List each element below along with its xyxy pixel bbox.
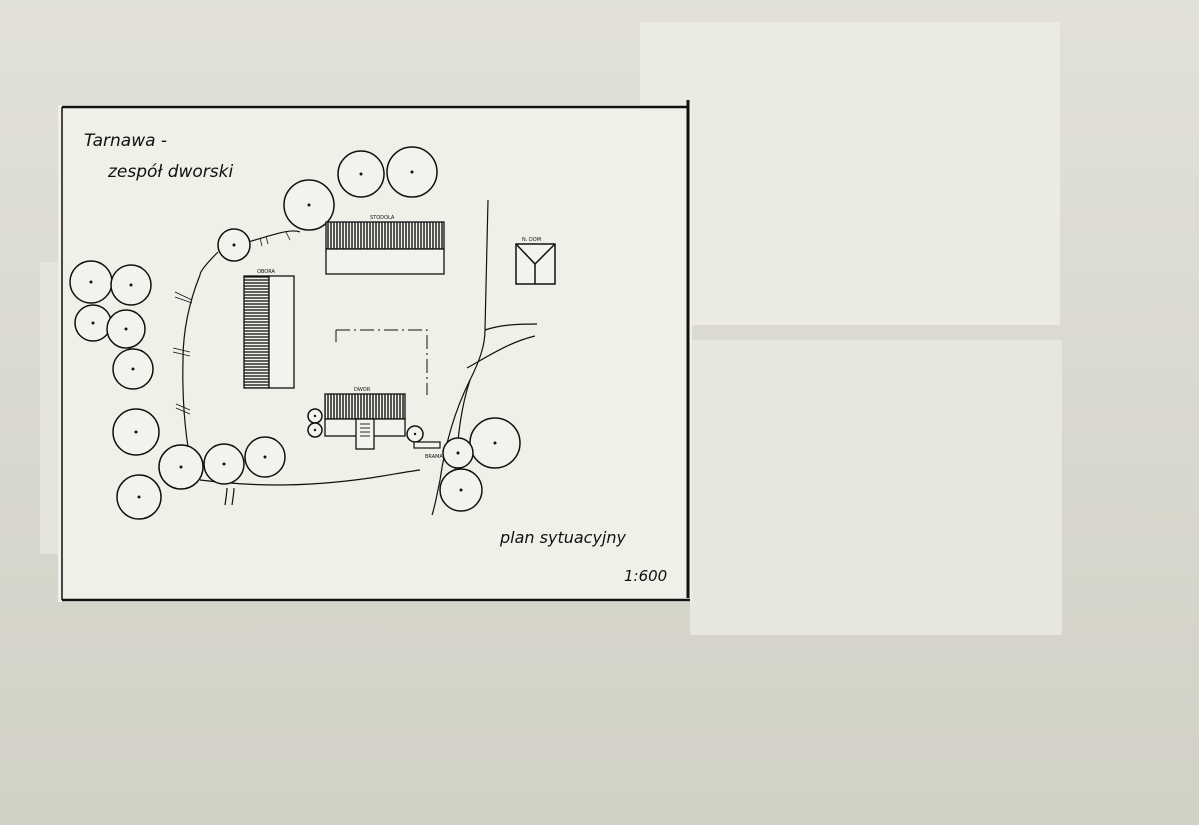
building-obora: OBORA: [243, 269, 295, 389]
building-stodola: STODOLA: [325, 215, 445, 275]
paper-patch-bottom: [690, 340, 1062, 635]
label-obora: OBORA: [257, 269, 275, 275]
plan-subtitle: plan sytuacyjny: [499, 528, 627, 547]
title-line-1: Tarnawa -: [84, 131, 167, 151]
drawing-frame: [61, 100, 690, 602]
label-stodola: STODOLA: [370, 215, 395, 221]
gate-brama: BRAMA: [413, 441, 443, 460]
label-brama: BRAMA: [425, 454, 443, 460]
building-n-dom: N. DOM: [515, 237, 556, 285]
label-n-dom: N. DOM: [522, 237, 541, 243]
title-line-2: zespół dworski: [107, 162, 234, 182]
plan-scale: 1:600: [624, 567, 667, 585]
trees: [69, 146, 521, 520]
label-dwor: DWOR: [354, 387, 371, 393]
hedge-ticks: [172, 231, 291, 415]
building-dwor: DWOR: [324, 329, 428, 450]
paper-patch-top: [640, 22, 1060, 325]
tree-centers: [89, 170, 497, 499]
